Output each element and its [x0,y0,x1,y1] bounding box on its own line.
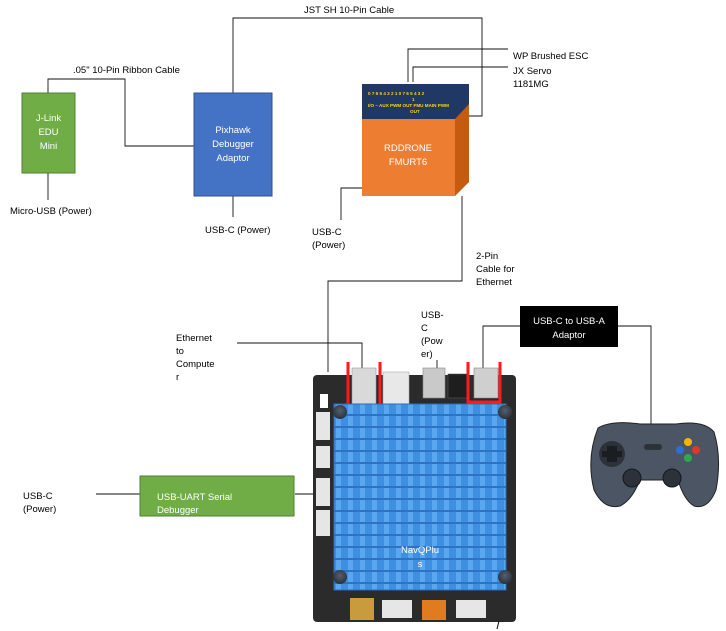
jlink-box [21,92,76,174]
ethernet-cable-label-3: Ethernet [476,277,512,288]
gamepad-button-y [684,438,692,446]
rddrone-label-1: RDDRONE [384,143,432,154]
navq-left-connector-4 [316,510,330,536]
esc-wire [407,48,508,82]
pixhawk-power-label: USB-C (Power) [205,225,270,236]
servo-label-1: JX Servo [513,66,552,77]
jlink-label-2: EDU [38,127,58,138]
navq-left-connector-1 [316,412,330,440]
navq-mount-hole-3 [333,570,347,584]
gamepad-right-stick [662,468,682,488]
navq-power-label-1: USB- [421,310,444,321]
ribbon-cable-label: .05" 10-Pin Ribbon Cable [73,65,180,76]
rddrone-fmurt6: 0 7 6 5 4 3 2 1 0 7 6 5 4 3 2 1 I/O – AU… [362,84,469,196]
ethernet-computer-wire [237,342,363,372]
dpad-icon [602,446,622,462]
rddrone-pin-out: OUT [410,109,420,114]
pixhawk-label-3: Adaptor [216,153,249,164]
navq-label-1: NavQPlu [401,545,439,556]
rddrone-power-label-1: USB-C [312,227,342,238]
adaptor-label-2: Adaptor [552,330,585,341]
pixhawk-box [193,92,273,197]
rddrone-side [455,104,469,196]
navq-bottom-connector-2 [456,600,486,618]
navq-left-connector-5 [320,394,328,408]
servo-label-2: 1181MG [513,79,549,90]
gamepad-button-x [676,446,684,454]
navqplus-board: NavQPlu s [313,362,516,622]
navq-mount-hole-4 [498,570,512,584]
usbc-port-marker [466,362,502,404]
gamepad [590,422,720,508]
ethernet-computer-label-1: Ethernet [176,333,212,344]
rddrone-front [362,119,455,196]
rddrone-pin-numbers: 0 7 6 5 4 3 2 1 0 7 6 5 4 3 2 [368,91,425,96]
navq-bottom-connector [382,600,412,618]
navq-left-connector-3 [316,478,330,506]
pixhawk-debugger-adaptor: Pixhawk Debugger Adaptor [193,92,273,197]
usb-uart-debugger: USB-UART Serial Debugger [139,475,295,517]
rddrone-label-2: FMURT6 [389,157,427,168]
jlink-edu-mini: J-Link EDU Mini [21,92,76,174]
esc-label: WP Brushed ESC [513,51,588,62]
ethernet-computer-label-3: Compute [176,359,215,370]
navq-jst-port-top [382,371,410,405]
navq-left-connector-2 [316,446,330,468]
rddrone-power-wire [340,187,372,220]
jst-cable-label: JST SH 10-Pin Cable [304,5,394,16]
ethernet-cable-label-2: Cable for [476,264,515,275]
navq-power-label-4: er) [421,349,433,360]
navq-label-2: s [418,559,423,570]
jst-cable-wire [232,17,483,117]
navq-camera-port [447,373,469,399]
navq-power-label-3: (Pow [421,336,443,347]
gamepad-button-b [692,446,700,454]
navq-bottom-usb-2 [422,600,446,620]
usbc-usba-adaptor: USB-C to USB-A Adaptor [520,306,618,347]
uart-label-1: USB-UART Serial [157,492,232,503]
navq-ethernet-port [351,367,377,409]
gamepad-left-stick [622,468,642,488]
navq-power-label-2: C [421,323,428,334]
adaptor-navq-wire [482,325,520,372]
navq-bottom-tick [496,620,500,630]
adaptor-gamepad-wire [618,325,652,427]
navq-usbc-power-port [422,367,446,399]
navq-mount-hole-2 [498,405,512,419]
servo-wire [412,66,508,82]
rddrone-pin-sub: 1 [412,97,415,102]
navq-usbc-port [473,367,499,399]
rddrone-power-label-2: (Power) [312,240,345,251]
navq-heatsink [333,403,507,591]
pixhawk-label-2: Debugger [212,139,254,150]
uart-box [139,475,295,517]
jlink-label-1: J-Link [36,113,62,124]
uart-power-label-2: (Power) [23,504,56,515]
ribbon-cable-wire [47,78,195,147]
ethernet-2pin-wire [327,196,463,372]
uart-label-2: Debugger [157,505,199,516]
rddrone-pin-labels: I/O – AUX PWM OUT FMU MAIN PWM [368,103,449,108]
ethernet-computer-label-4: r [176,372,179,383]
adaptor-box [520,306,618,347]
ethernet-cable-label-1: 2-Pin [476,251,498,262]
rddrone-header [362,84,469,119]
jlink-label-3: Mini [40,141,57,152]
jlink-power-label: Micro-USB (Power) [10,206,92,217]
uart-power-label-1: USB-C [23,491,53,502]
gamepad-button-a [684,454,692,462]
adaptor-label-1: USB-C to USB-A [533,316,605,327]
gamepad-center-buttons [644,444,662,450]
navq-mount-hole-1 [333,405,347,419]
ethernet-computer-label-2: to [176,346,184,357]
pixhawk-label-1: Pixhawk [215,125,251,136]
navq-bottom-usb-1 [350,598,374,620]
